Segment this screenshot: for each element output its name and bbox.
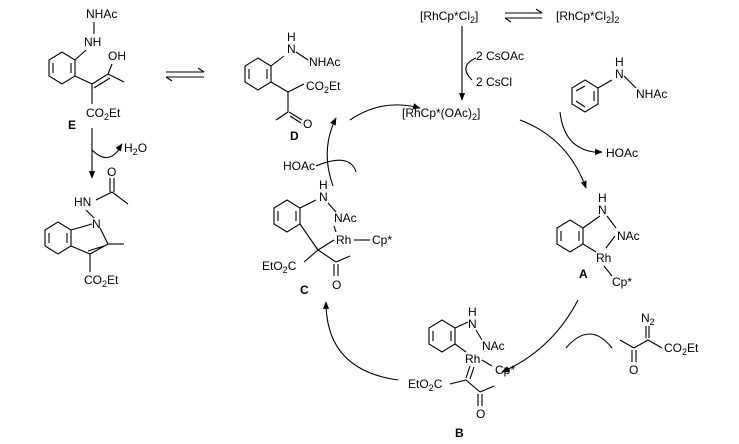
c-ester: EtO2C <box>262 259 297 275</box>
e-oh: OH <box>108 49 126 63</box>
a-h-top: H <box>598 191 607 205</box>
label-e: E <box>68 118 76 132</box>
substrate-nh-h: H <box>615 55 624 69</box>
diazo-ester: CO2Et <box>664 341 699 357</box>
d-nhac: NHAc <box>309 55 340 69</box>
c-h: H <box>319 178 328 192</box>
e-nh: NH <box>84 35 101 49</box>
byproduct-water: H2O <box>124 141 147 157</box>
catalyst-activation: [RhCp*Cl2] [RhCp*Cl2]2 2 CsOAc 2 CsCl [R… <box>402 8 619 122</box>
product-ester: CO2Et <box>84 273 119 289</box>
equilibrium-arrow-e-d <box>165 67 205 82</box>
arrow-b-to-c <box>322 301 399 381</box>
c-rh: Rh <box>336 233 351 247</box>
byproduct-hoac-left: HOAc <box>283 159 315 173</box>
byproduct-hoac-right: HOAc <box>606 146 638 160</box>
c-cp: Cp* <box>372 233 392 247</box>
water-curl <box>91 147 121 159</box>
label-c: C <box>300 283 309 297</box>
curl-substrate-in <box>559 111 595 153</box>
arrow-a-to-b <box>501 299 579 373</box>
label-d: D <box>290 129 299 143</box>
compound-d: H N NHAc CO2Et O D <box>244 30 341 143</box>
intermediate-a: N H NAc Rh Cp* A <box>556 191 640 289</box>
b-o: O <box>476 407 485 421</box>
byproduct-cscl: 2 CsCl <box>476 75 512 89</box>
substrate-hydrazide: N H NHAc <box>571 55 667 113</box>
rh-monomer-label: [RhCp*Cl2] <box>420 9 478 25</box>
e-ester: CO2Et <box>86 106 121 122</box>
activation-curl <box>465 57 477 81</box>
label-b: B <box>455 426 464 440</box>
intermediate-c: H N NAc Rh Cp* EtO2C O C <box>262 178 392 297</box>
b-rh: Rh <box>465 352 480 366</box>
e-nhac: NHAc <box>86 7 117 21</box>
a-rh: Rh <box>596 251 611 265</box>
intermediate-b: H N NAc Rh Cp* EtO2C O B <box>408 305 515 440</box>
active-catalyst-label: [RhCp*(OAc)2] <box>402 106 480 122</box>
compound-e: NHAc NH OH CO2Et E <box>48 7 126 132</box>
label-a: A <box>579 267 588 281</box>
d-h: H <box>287 30 296 44</box>
a-n-top: N <box>598 203 607 217</box>
d-ester: CO2Et <box>306 79 341 95</box>
c-nac: NAc <box>334 211 357 225</box>
b-cp: Cp* <box>495 363 515 377</box>
diazo-reagent: N2 CO2Et O <box>619 311 699 377</box>
d-n: N <box>287 42 296 56</box>
diazo-n2: N2 <box>641 311 655 327</box>
c-o: O <box>332 278 341 292</box>
substrate-nh-n: N <box>615 67 624 81</box>
b-ester: EtO2C <box>408 377 443 393</box>
product-hn: HN <box>74 195 91 209</box>
a-cp: Cp* <box>612 275 632 289</box>
diazo-ketone-o: O <box>629 363 638 377</box>
arrow-c-to-d <box>326 117 337 187</box>
cyclization-step: H2O <box>88 128 147 179</box>
equilibrium-arrow-catalyst <box>504 8 543 23</box>
arrow-to-a <box>519 119 587 189</box>
b-nac: NAc <box>482 339 505 353</box>
rh-dimer-label: [RhCp*Cl2]2 <box>556 9 619 25</box>
curl-hoac-in <box>315 159 357 173</box>
curl-diazo-in <box>565 333 613 349</box>
cycle-arrows: HOAc HOAc <box>283 103 638 381</box>
indole-product: HN O N CO2Et <box>44 165 129 289</box>
product-o: O <box>107 165 116 179</box>
b-h: H <box>468 305 477 319</box>
c-n: N <box>319 190 328 204</box>
substrate-nhac: NHAc <box>636 87 667 101</box>
d-o: O <box>303 117 312 131</box>
arrow-d-to-catalyst <box>349 103 421 121</box>
reagent-csoac: 2 CsOAc <box>476 49 524 63</box>
b-n: N <box>468 317 477 331</box>
a-nac: NAc <box>617 229 640 243</box>
product-n: N <box>92 217 101 231</box>
